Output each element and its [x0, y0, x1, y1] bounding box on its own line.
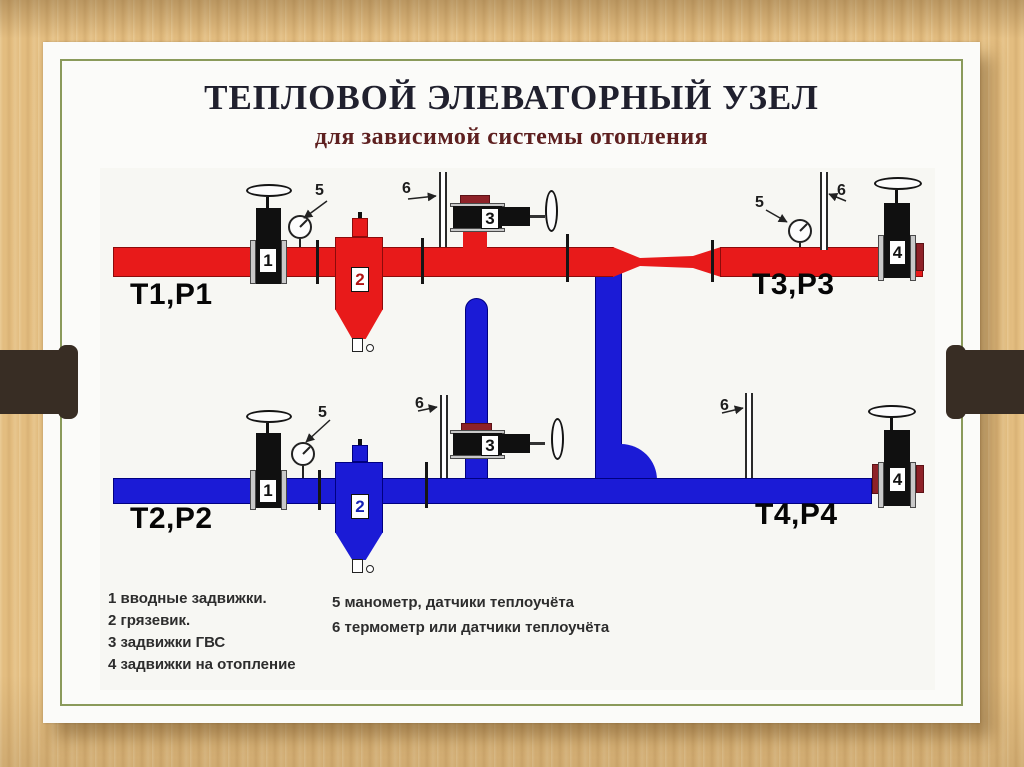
manometer-callout: 5 — [318, 404, 327, 421]
right-mount-bar — [960, 350, 1024, 414]
inlet-valve-supply-handwheel — [246, 184, 292, 197]
gvs-valve-supply-handwheel — [545, 190, 558, 232]
inlet-valve-return-handwheel — [246, 410, 292, 423]
heating-valve-return-stub-right — [916, 465, 924, 493]
mud-trap-supply-drain-cap — [366, 344, 374, 352]
heating-valve-return-stem — [890, 418, 893, 430]
piping-diagram: 1 5 2 6 3 — [100, 168, 935, 690]
gvs-valve-return-tag: 3 — [481, 435, 499, 456]
mud-trap-return-tag: 2 — [351, 494, 369, 519]
inlet-valve-supply-tag: 1 — [259, 248, 277, 273]
elevator-nozzle — [613, 247, 721, 277]
legend-item: 3 задвижки ГВС — [108, 634, 226, 651]
callout-leader — [305, 419, 331, 443]
left-mount-bar-cap — [58, 345, 78, 419]
gvs-valve-return-stem — [530, 442, 545, 445]
slide-card: ТЕПЛОВОЙ ЭЛЕВАТОРНЫЙ УЗЕЛ для зависимой … — [43, 42, 980, 723]
gvs-branch-supply — [463, 231, 487, 249]
mud-trap-supply-fitting — [352, 218, 368, 237]
supply-inlet-label: Т1,Р1 — [130, 278, 213, 311]
legend-left-column: 1 вводные задвижки. 2 грязевик. 3 задвиж… — [108, 588, 296, 676]
thermometer-callout: 6 — [720, 397, 729, 414]
flange-tick — [566, 234, 569, 282]
riser-elbow-fillet — [621, 444, 657, 480]
heating-valve-supply-stem — [895, 190, 898, 203]
heating-valve-supply-tag: 4 — [889, 240, 906, 265]
heating-valve-return-tag: 4 — [889, 467, 906, 492]
heating-valve-supply-handwheel — [874, 177, 922, 190]
legend-item: 2 грязевик. — [108, 612, 191, 629]
gvs-valve-return-gland — [502, 434, 530, 453]
thermometer-supply-left — [439, 172, 447, 247]
right-mount-bar-cap — [946, 345, 966, 419]
mud-trap-supply-drain — [352, 338, 363, 352]
mud-trap-return-drain — [352, 559, 363, 573]
flange-tick — [421, 238, 424, 284]
thermometer-callout: 6 — [837, 182, 846, 199]
thermometer-return-left — [440, 395, 448, 478]
flange — [250, 470, 256, 510]
flange — [878, 235, 884, 281]
mud-trap-supply-vent — [358, 212, 362, 220]
flange — [450, 455, 505, 459]
legend-item: 4 задвижки на отопление — [108, 656, 296, 673]
flange — [450, 228, 505, 232]
thermometer-supply-right — [820, 172, 828, 250]
manometer-callout: 5 — [755, 194, 764, 211]
return-inlet-label: Т2,Р2 — [130, 502, 213, 535]
flange-tick — [711, 240, 714, 282]
flange-tick — [425, 462, 428, 508]
thermometer-callout: 6 — [415, 395, 424, 412]
flange-tick — [316, 240, 319, 284]
mud-trap-supply-cone — [335, 309, 383, 339]
heating-valve-return-handwheel — [868, 405, 916, 418]
slide-subtitle: для зависимой системы отопления — [314, 124, 709, 150]
inlet-valve-return-stem — [266, 423, 269, 434]
manometer-supply-right — [788, 219, 812, 243]
inlet-valve-return-tag: 1 — [259, 479, 277, 503]
legend-item: 6 термометр или датчики теплоучёта — [332, 619, 610, 636]
thermometer-return-right — [745, 393, 753, 478]
elevator-return-riser — [595, 270, 622, 480]
slide-title: ТЕПЛОВОЙ ЭЛЕВАТОРНЫЙ УЗЕЛ — [204, 78, 819, 117]
legend-item: 1 вводные задвижки. — [108, 590, 267, 607]
left-mount-bar — [0, 350, 64, 414]
callout-arrow — [407, 192, 437, 202]
manometer-callout: 5 — [315, 182, 324, 199]
flange — [281, 240, 287, 284]
gvs-valve-return-handwheel — [551, 418, 564, 460]
gvs-valve-supply-stem — [530, 215, 545, 218]
manometer-return-left — [291, 442, 315, 466]
thermometer-callout: 6 — [402, 180, 411, 197]
mud-trap-return-fitting — [352, 445, 368, 462]
return-pipe — [113, 478, 872, 504]
inlet-valve-supply-stem — [266, 197, 269, 209]
legend-item: 5 манометр, датчики теплоучёта — [332, 594, 575, 611]
gvs-valve-supply-gland — [502, 207, 530, 226]
supply-outlet-label: Т3,Р3 — [752, 268, 835, 301]
flange-tick — [318, 470, 321, 510]
callout-leader — [303, 200, 328, 219]
manometer-supply-left — [288, 215, 312, 239]
gvs-valve-supply-tag: 3 — [481, 208, 499, 229]
mud-trap-return-cone — [335, 532, 383, 560]
mud-trap-return-vent — [358, 439, 362, 447]
flange — [910, 462, 916, 508]
flange — [281, 470, 287, 510]
mud-trap-supply-tag: 2 — [351, 267, 369, 292]
flange — [878, 462, 884, 508]
return-outlet-label: Т4,Р4 — [755, 498, 838, 531]
mud-trap-return-drain-cap — [366, 565, 374, 573]
legend-right-column: 5 манометр, датчики теплоучёта 6 термоме… — [332, 590, 609, 640]
callout-leader — [765, 209, 788, 223]
flange — [910, 235, 916, 281]
heating-valve-supply-stub — [916, 243, 924, 271]
flange — [250, 240, 256, 284]
